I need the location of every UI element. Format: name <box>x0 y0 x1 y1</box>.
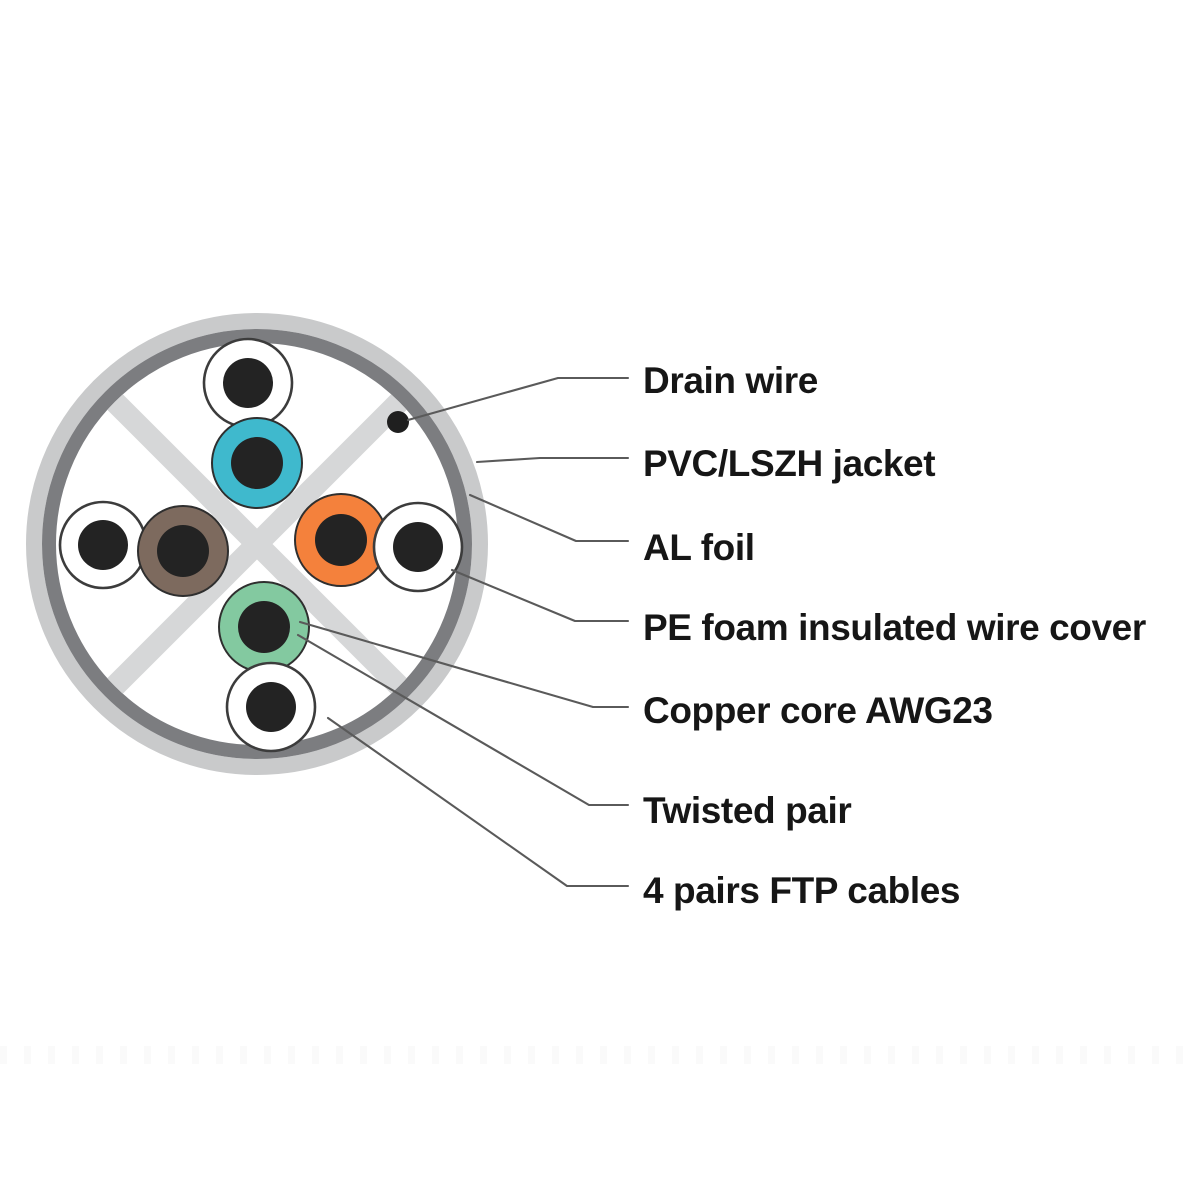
leader-lines-layer <box>296 376 630 888</box>
al-foil-ring <box>42 329 472 759</box>
label-al-foil: AL foil <box>643 527 755 568</box>
leader-pe-foam <box>450 568 630 623</box>
twisted-pairs-layer <box>58 337 464 753</box>
insulated-wire <box>211 417 303 509</box>
label-ftp-cables: 4 pairs FTP cables <box>643 870 960 911</box>
insulated-wire <box>202 337 294 429</box>
copper-core <box>238 601 290 653</box>
twisted-pair <box>58 500 229 597</box>
label-twisted-pair: Twisted pair <box>643 790 851 831</box>
label-pe-foam: PE foam insulated wire cover <box>643 607 1146 648</box>
label-drain-wire: Drain wire <box>643 360 818 401</box>
insulated-wire <box>225 661 317 753</box>
copper-core <box>157 525 209 577</box>
leader-drain-wire <box>406 376 630 422</box>
insulated-wire <box>294 493 388 587</box>
leader-al-foil <box>468 493 630 543</box>
twisted-pair <box>294 493 464 593</box>
leader-jacket <box>475 456 630 464</box>
leader-twisted-pair <box>296 633 630 807</box>
copper-core <box>246 682 296 732</box>
label-jacket: PVC/LSZH jacket <box>643 443 935 484</box>
insulated-wire <box>137 505 229 597</box>
leader-copper-core <box>298 620 630 709</box>
copper-core <box>231 437 283 489</box>
copper-core <box>223 358 273 408</box>
copper-core <box>393 522 443 572</box>
drain-wire-dot <box>387 411 409 433</box>
label-copper-core: Copper core AWG23 <box>643 690 993 731</box>
copper-core <box>78 520 128 570</box>
insulated-wire <box>218 581 310 673</box>
insulated-wire <box>372 501 464 593</box>
insulated-wire <box>58 500 148 590</box>
pvc-lszh-jacket-ring <box>26 313 488 775</box>
twisted-pair <box>202 337 303 509</box>
copper-core <box>315 514 367 566</box>
leader-ftp-cables <box>326 716 630 888</box>
twisted-pair <box>218 581 317 753</box>
cross-separator-spline <box>103 390 411 698</box>
